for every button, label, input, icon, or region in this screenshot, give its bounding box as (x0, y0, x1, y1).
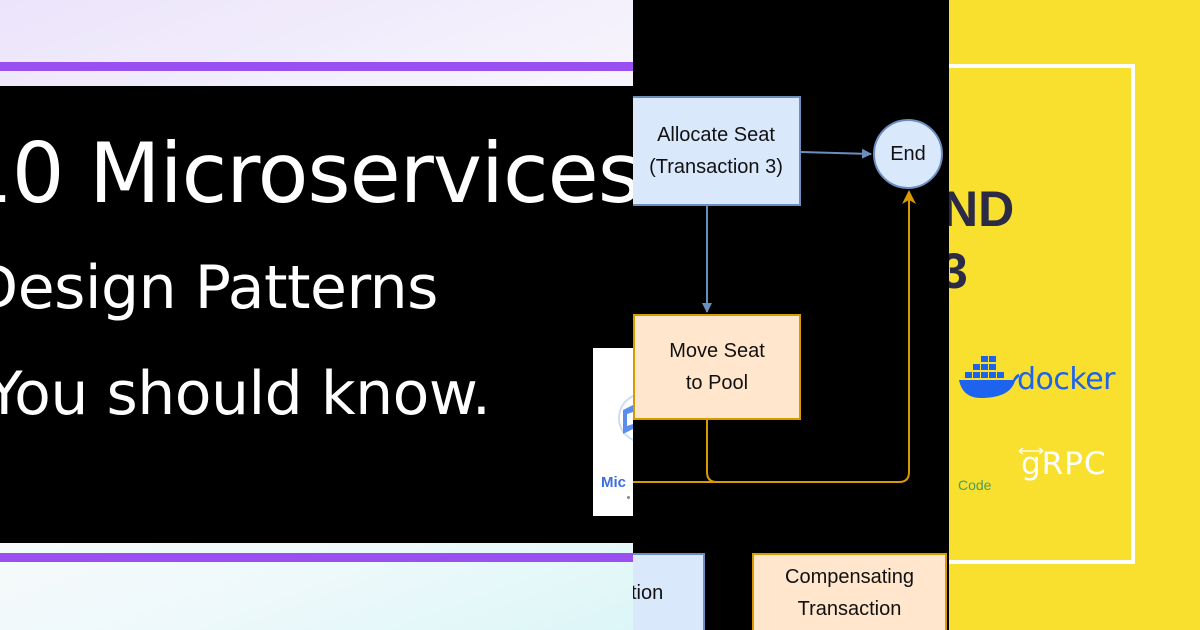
flowchart-connectors (633, 148, 916, 483)
partial-transaction-label: tion (633, 582, 664, 604)
thumbnail-subtitle-line-1: Design Patterns (0, 253, 438, 323)
move-seat-label: Move Seat (669, 340, 765, 362)
logo-card: Mic (593, 348, 633, 516)
grpc-arrows-icon (1018, 447, 1044, 455)
compensating-transaction-node: Compensating Transaction (752, 553, 947, 630)
compensating-sublabel: Transaction (797, 598, 902, 620)
move-seat-sublabel: to Pool (685, 372, 749, 394)
docker-whale-icon (959, 356, 1019, 398)
microservices-patterns-thumbnail[interactable]: 10 Microservices Design Patterns You sho… (0, 0, 633, 630)
end-node: End (873, 119, 943, 189)
microservices-logo-icon (618, 395, 633, 441)
thumbnail-subtitle-line-2: You should know. (0, 359, 491, 429)
docker-logo-text: docker (1017, 362, 1116, 397)
allocate-seat-label: Allocate Seat (657, 124, 775, 146)
top-accent-stripe (0, 62, 633, 71)
logo-card-dot (627, 496, 630, 499)
move-seat-node: Move Seat to Pool (633, 314, 801, 420)
backend-title-line-2: 3 (949, 243, 968, 299)
backend-tech-thumbnail[interactable]: ND 3 docker Code gRPC (949, 0, 1200, 630)
logo-card-text: Mic (601, 474, 627, 491)
title-banner (0, 86, 633, 543)
allocate-seat-sublabel: (Transaction 3) (649, 156, 783, 178)
backend-title-line-1: ND (949, 181, 1015, 237)
bottom-accent-stripe (0, 553, 633, 562)
code-label: Code (958, 477, 992, 493)
arrow-move-to-end (706, 190, 916, 483)
compensating-label: Compensating (785, 566, 914, 588)
thumbnail-title: 10 Microservices (0, 125, 633, 222)
partial-transaction-node: tion (633, 553, 705, 630)
end-label: End (890, 143, 926, 165)
allocate-seat-node: Allocate Seat (Transaction 3) (633, 96, 801, 206)
arrow-allocate-to-end (800, 148, 872, 159)
saga-flowchart-thumbnail[interactable]: Allocate Seat (Transaction 3) End Move S… (633, 0, 949, 630)
grpc-logo-text: gRPC (1021, 446, 1107, 482)
white-frame (949, 64, 1135, 564)
